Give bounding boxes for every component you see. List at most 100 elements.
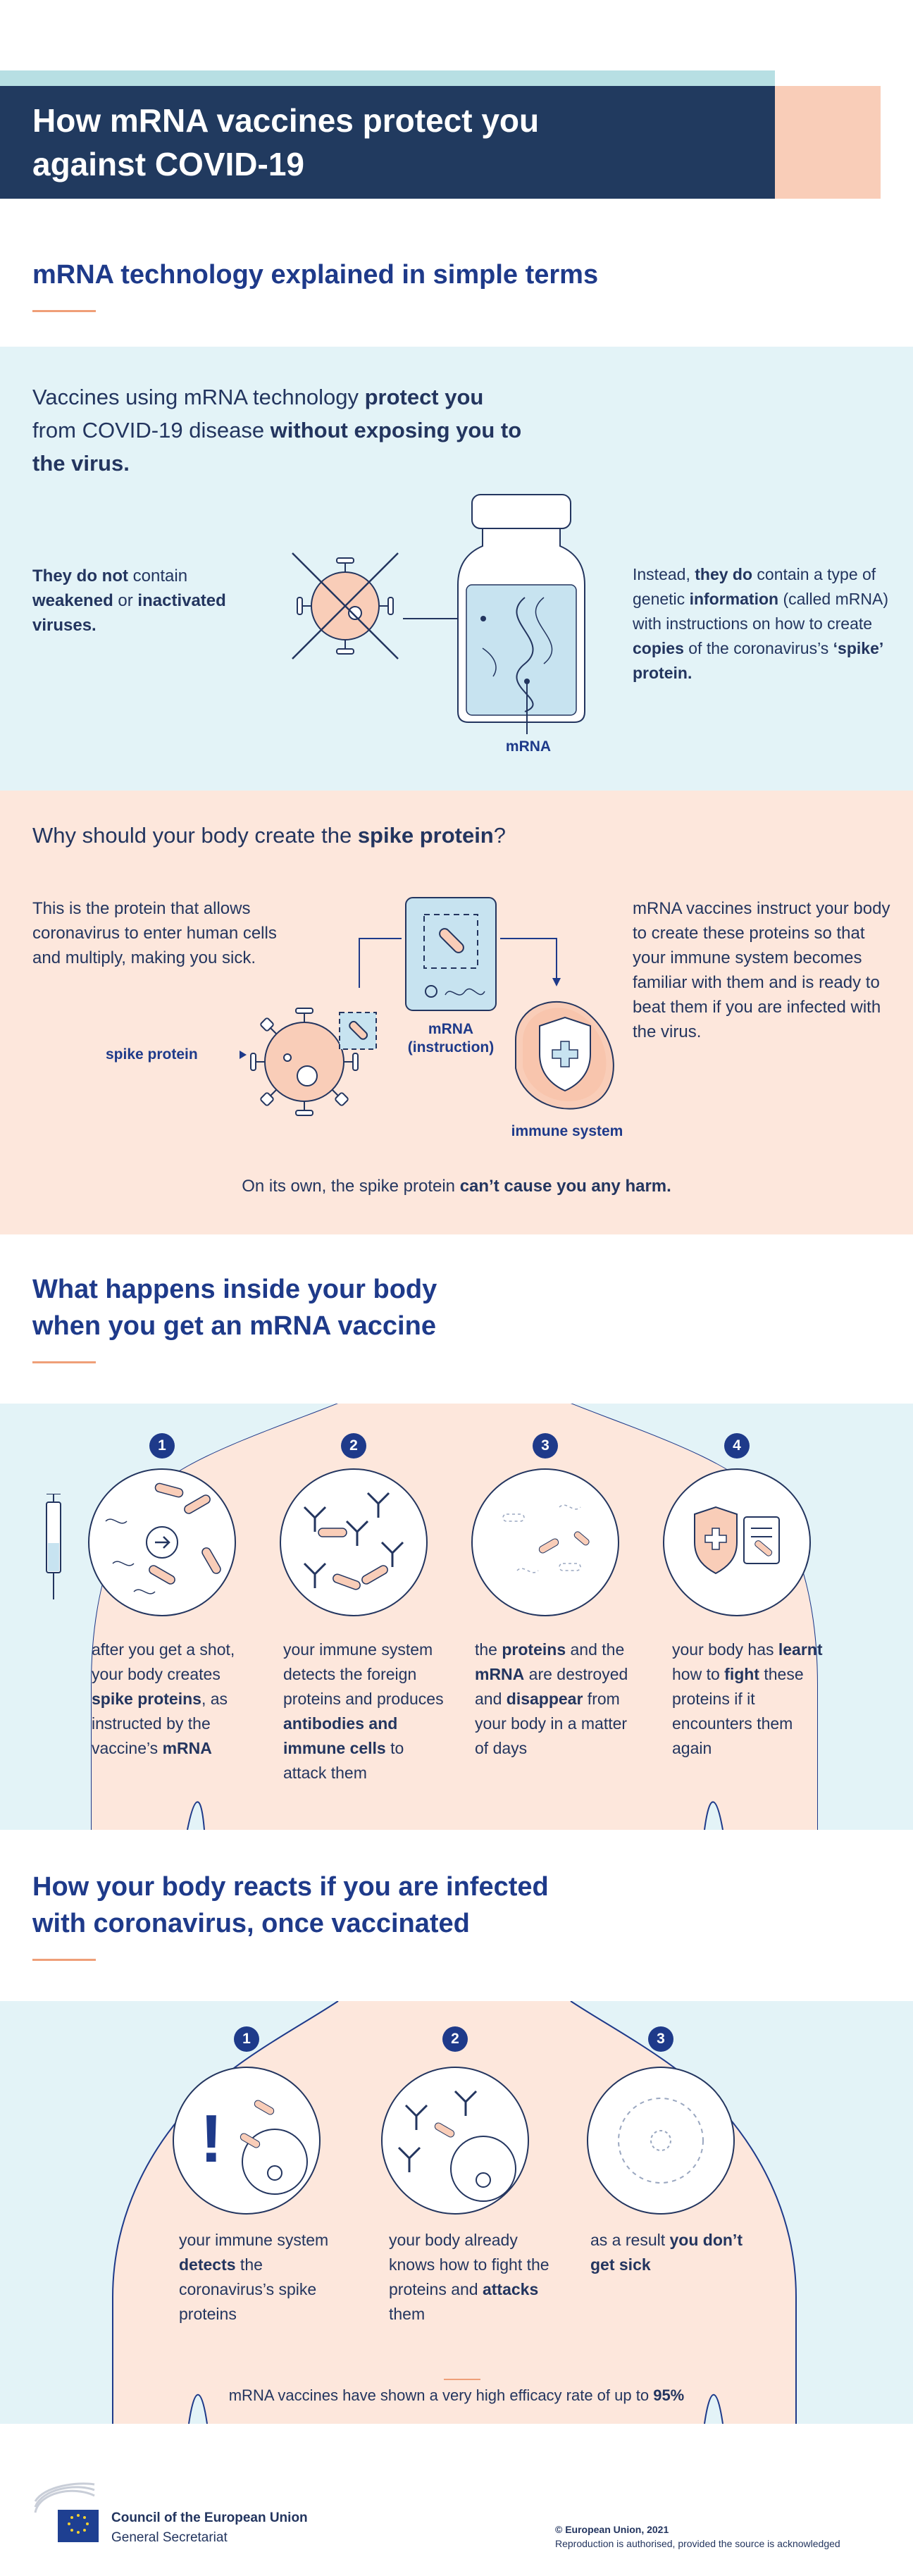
section1-band [0, 347, 913, 791]
section1-right-text-part: (called mRNA) with instructions on how t… [633, 590, 888, 633]
step-number-badge: 2 [442, 2026, 468, 2052]
step-description-part: disappear [506, 1690, 583, 1708]
step-description-part: are destroyed and [475, 1665, 628, 1708]
section4-title-line2: with coronavirus, once vaccinated [32, 1909, 470, 1938]
section1-left-text-part: weakened [32, 591, 113, 610]
section1-left-text-part: inactivated viruses. [32, 591, 226, 635]
step-description: your immune system detects the foreign p… [283, 1637, 447, 1785]
step-description-part: , as instructed by the vaccine’s [92, 1690, 228, 1757]
step3-illustration [471, 1468, 619, 1616]
section1-lead-part: Vaccines using mRNA technology [32, 385, 365, 409]
footer-org-name: Council of the European Union [111, 2510, 308, 2525]
section1-right-text-part: of the coronavirus’s [683, 639, 833, 657]
mrna-instruction-label: mRNA (instruction) [395, 1020, 507, 1057]
page-title-line2: against COVID-19 [32, 146, 304, 182]
step-description-part: your immune system detects the foreign p… [283, 1640, 444, 1708]
step-description: after you get a shot, your body creates … [92, 1637, 255, 1761]
section2-title: Why should your body create the spike pr… [32, 823, 506, 848]
efficacy-accent-line [444, 2379, 480, 2380]
mrna-instruction-card-icon [405, 897, 497, 1011]
section1-left-text: They do not contain weakened or inactiva… [32, 564, 265, 638]
mrna-instruction-label-line1: mRNA [428, 1021, 474, 1037]
mrna-label: mRNA [505, 738, 552, 755]
step-description-part: and the [566, 1640, 625, 1659]
step-description-part: your body already knows how to fight the… [389, 2231, 549, 2298]
header-peach-block [775, 86, 881, 199]
step-description: as a result you don’t get sick [590, 2228, 766, 2277]
vial-icon [457, 494, 585, 734]
section2-right-text: mRNA vaccines instruct your body to crea… [633, 899, 890, 1041]
section1-accent-line [32, 310, 96, 312]
page-title: How mRNA vaccines protect you against CO… [32, 99, 737, 186]
section3-title: What happens inside your body when you g… [32, 1271, 437, 1344]
step-number-badge: 1 [234, 2026, 259, 2052]
step-description-part: mRNA [162, 1739, 212, 1757]
section4-title-line1: How your body reacts if you are infected [32, 1872, 549, 1902]
step-description-part: antibodies and immune cells [283, 1714, 398, 1757]
section1-right-text-part: contain a type of genetic [633, 565, 876, 608]
step-description: the proteins and the mRNA are destroyed … [475, 1637, 638, 1761]
immune-system-icon [515, 1001, 614, 1110]
immune-system-label: immune system [511, 1123, 623, 1139]
header-banner [0, 86, 775, 199]
footer-copyright: © European Union, 2021 [555, 2524, 669, 2535]
eu-council-logo [34, 2482, 99, 2542]
section3-accent-line [32, 1361, 96, 1363]
footer-reproduction: Reproduction is authorised, provided the… [555, 2538, 840, 2549]
step-number-badge: 4 [724, 1433, 750, 1459]
section2-band [0, 791, 913, 1234]
svg-text:!: ! [200, 2101, 223, 2176]
section1-left-text-part: contain [128, 566, 188, 586]
coronavirus-icon [250, 1008, 377, 1116]
section1-left-text-part: They do not [32, 566, 128, 586]
step-description-part: your immune system [179, 2231, 329, 2249]
section4-accent-line [32, 1959, 96, 1961]
step-description-part: fight [724, 1665, 759, 1683]
vaccine-steps-illustrations [88, 1468, 811, 1616]
step-description-part: to attack them [283, 1739, 404, 1782]
section3-title-line1: What happens inside your body [32, 1275, 437, 1304]
step-description-part: them [389, 2305, 426, 2323]
step-description-part: the coronavirus’s spike proteins [179, 2255, 317, 2323]
detect-illustration: ! [173, 2067, 321, 2215]
body-silhouette-1 [91, 1404, 818, 1830]
step-description: your body has learnt how to fight these … [672, 1637, 836, 1761]
section1-lead-part: protect you [364, 385, 484, 409]
section1-right-text-part: they do [695, 565, 753, 583]
section1-left-text-part: or [113, 591, 138, 610]
section1-lead: Vaccines using mRNA technology protect y… [32, 380, 533, 480]
section1-right-text-part: information [689, 590, 779, 608]
step-description-part: the [475, 1640, 502, 1659]
attack-illustration [381, 2067, 529, 2215]
section4-title: How your body reacts if you are infected… [32, 1869, 549, 1942]
step-number-badge: 3 [648, 2026, 673, 2052]
step-description-part: spike proteins [92, 1690, 201, 1708]
page-title-line1: How mRNA vaccines protect you [32, 102, 540, 139]
step-description: your body already knows how to fight the… [389, 2228, 565, 2327]
section1-lead-part: without exposing you to the virus. [32, 418, 522, 476]
section1-right-text-part: Instead, [633, 565, 695, 583]
step1-illustration [88, 1468, 236, 1616]
step-number-badge: 1 [149, 1433, 175, 1459]
spike-protein-label: spike protein [106, 1046, 198, 1063]
step-description-part: from your body in a matter of days [475, 1690, 628, 1757]
section1-title: mRNA technology explained in simple term… [32, 260, 599, 290]
step-description-part: proteins [502, 1640, 566, 1659]
spike-protein-illustration [240, 897, 614, 1116]
infection-steps-illustrations: ! [173, 2067, 735, 2215]
virus-crossed-icon [292, 552, 399, 660]
step-description-part: detects [179, 2255, 236, 2274]
mrna-instruction-label-line2: (instruction) [407, 1039, 495, 1055]
header-teal-bar [0, 70, 775, 86]
section2-bottom-note: On its own, the spike protein can’t caus… [242, 1177, 671, 1196]
step-description: your immune system detects the coronavir… [179, 2228, 355, 2327]
step-description-part: these proteins if it encounters them aga… [672, 1665, 804, 1757]
step-number-badge: 3 [533, 1433, 558, 1459]
step-description-part: after you get a shot, your body creates [92, 1640, 235, 1683]
section1-lead-part: from COVID-19 disease [32, 418, 271, 442]
step2-illustration [280, 1468, 428, 1616]
section1-right-text-part: copies [633, 639, 684, 657]
step-description-part: as a result [590, 2231, 670, 2249]
no-sickness-illustration [587, 2067, 735, 2215]
step-description-part: how to [672, 1665, 725, 1683]
